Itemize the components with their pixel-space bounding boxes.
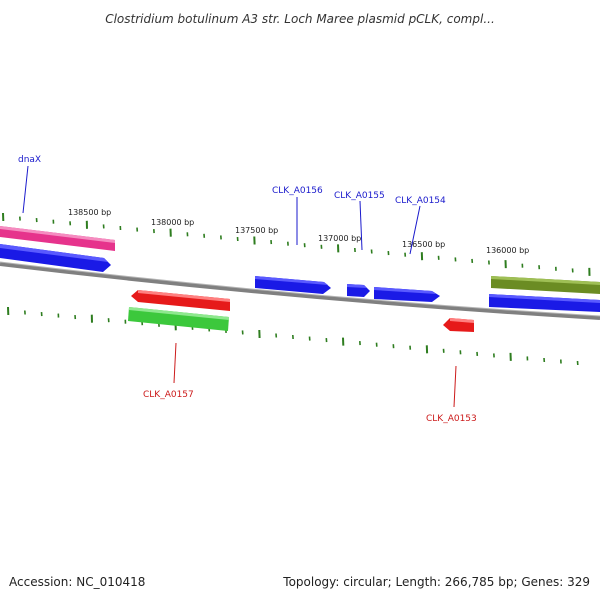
reverse-tick-row (7, 306, 579, 366)
gene-clk-a0156[interactable] (255, 276, 331, 294)
tick-label-137500: 137500 bp (235, 226, 278, 235)
tick-label-137000: 137000 bp (318, 234, 361, 243)
genome-stats-text: Topology: circular; Length: 266,785 bp; … (283, 575, 590, 589)
gene-label-clk-a0153[interactable]: CLK_A0153 (426, 414, 477, 424)
gene-label-clk-a0154[interactable]: CLK_A0154 (395, 196, 446, 206)
gene-label-dnaX[interactable]: dnaX (18, 155, 41, 165)
genome-backbone (0, 262, 600, 320)
gene-label-clk-a0157[interactable]: CLK_A0157 (143, 390, 194, 400)
leader-dnaX (22, 165, 29, 214)
gene-clk-a0153[interactable] (443, 318, 474, 332)
gene-clk-a0154[interactable] (374, 287, 440, 302)
gene-dnaX[interactable] (0, 244, 111, 272)
leader-clk-a0155 (359, 200, 363, 251)
forward-tick-row (2, 212, 591, 276)
leader-clk-a0153 (453, 365, 457, 408)
gene-clk-a0155[interactable] (347, 284, 370, 297)
gene-clk-a0157[interactable] (131, 290, 230, 311)
pink-feature[interactable] (0, 226, 115, 251)
tick-label-138000: 138000 bp (151, 218, 194, 227)
gene-label-clk-a0156[interactable]: CLK_A0156 (272, 186, 323, 196)
accession-text: Accession: NC_010418 (9, 575, 146, 589)
leader-clk-a0157 (173, 342, 177, 384)
olive-feature[interactable] (491, 276, 600, 294)
tick-label-136500: 136500 bp (402, 240, 445, 249)
tick-label-138500: 138500 bp (68, 208, 111, 217)
tick-label-136000: 136000 bp (486, 246, 529, 255)
leader-clk-a0154 (409, 205, 421, 255)
gene-label-clk-a0155[interactable]: CLK_A0155 (334, 191, 385, 201)
green-feature[interactable] (128, 307, 229, 331)
map-title: Clostridium botulinum A3 str. Loch Maree… (105, 12, 495, 26)
gene-blue-right[interactable] (489, 294, 600, 312)
